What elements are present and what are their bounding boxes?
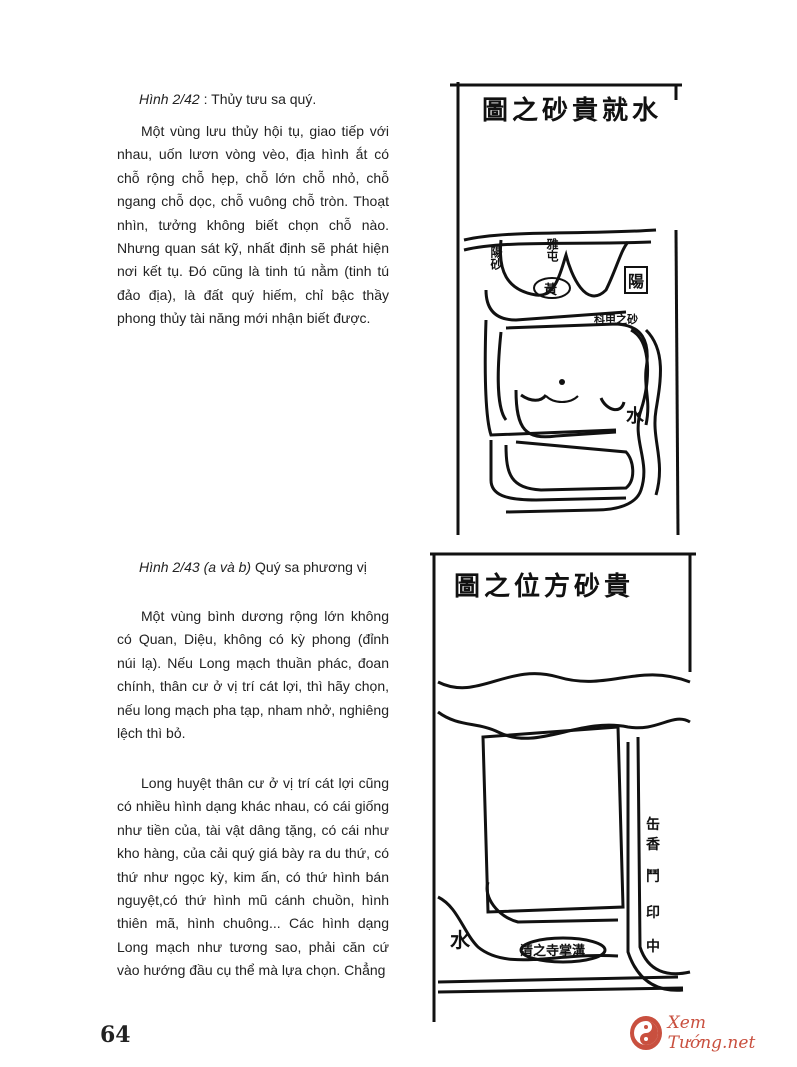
label-left: 陽砂 bbox=[489, 246, 503, 270]
label-center: 黃 bbox=[544, 283, 558, 298]
body-paragraph-2: Một vùng bình dương rộng lớn không có Qu… bbox=[117, 608, 389, 742]
figure-caption-2-42: Hình 2/42 : Thủy tưu sa quý. bbox=[139, 88, 419, 110]
page-number: 64 bbox=[100, 1022, 131, 1048]
figure-title: 圖之位方砂貴 bbox=[454, 572, 635, 602]
label-right: 陽 bbox=[624, 266, 649, 294]
mark-right-3: 鬥 bbox=[646, 869, 660, 885]
mark-right-1: 缶 bbox=[646, 817, 660, 833]
figure-title: 圖之砂貴就水 bbox=[482, 96, 663, 126]
caption-label: Hình 2/43 (a và b) bbox=[139, 559, 252, 575]
caption-text: Quý sa phương vị bbox=[254, 559, 367, 575]
mark-right-4: 印 bbox=[646, 905, 660, 921]
label-lower: 科甲之砂 bbox=[594, 313, 638, 326]
label-bottom: 清之寺掌溝 bbox=[520, 944, 586, 959]
watermark-text: Xem Tướng.net bbox=[667, 1013, 756, 1053]
body-paragraph-1: Một vùng lưu thủy hội tụ, giao tiếp với … bbox=[117, 123, 389, 327]
mark-right-5: 中 bbox=[646, 939, 660, 955]
label-water: 水 bbox=[626, 406, 644, 427]
diagram-water-gathering bbox=[450, 82, 682, 536]
caption-text: : Thủy tưu sa quý. bbox=[203, 91, 317, 107]
diagram-precious-sand-directions bbox=[430, 552, 696, 1022]
figure-2-43-diagram: 圖之位方砂貴 缶 香 鬥 印 中 清之寺掌溝 水 bbox=[428, 552, 698, 1030]
figure-caption-2-43: Hình 2/43 (a và b) Quý sa phương vị bbox=[139, 556, 399, 578]
label-top: 雅屯 bbox=[545, 238, 559, 262]
figure-2-42-diagram: 圖之砂貴就水 陽砂 雅屯 黃 陽 科甲之砂 水 bbox=[446, 80, 686, 540]
site-watermark: Xem Tướng.net bbox=[630, 1013, 790, 1053]
label-left: 水 bbox=[450, 928, 470, 952]
yin-yang-icon bbox=[630, 1016, 662, 1050]
mark-right-2: 香 bbox=[646, 837, 660, 853]
body-paragraph-3: Long huyệt thân cư ở vị trí cát lợi cũng… bbox=[117, 775, 389, 979]
caption-label: Hình 2/42 bbox=[139, 91, 200, 107]
